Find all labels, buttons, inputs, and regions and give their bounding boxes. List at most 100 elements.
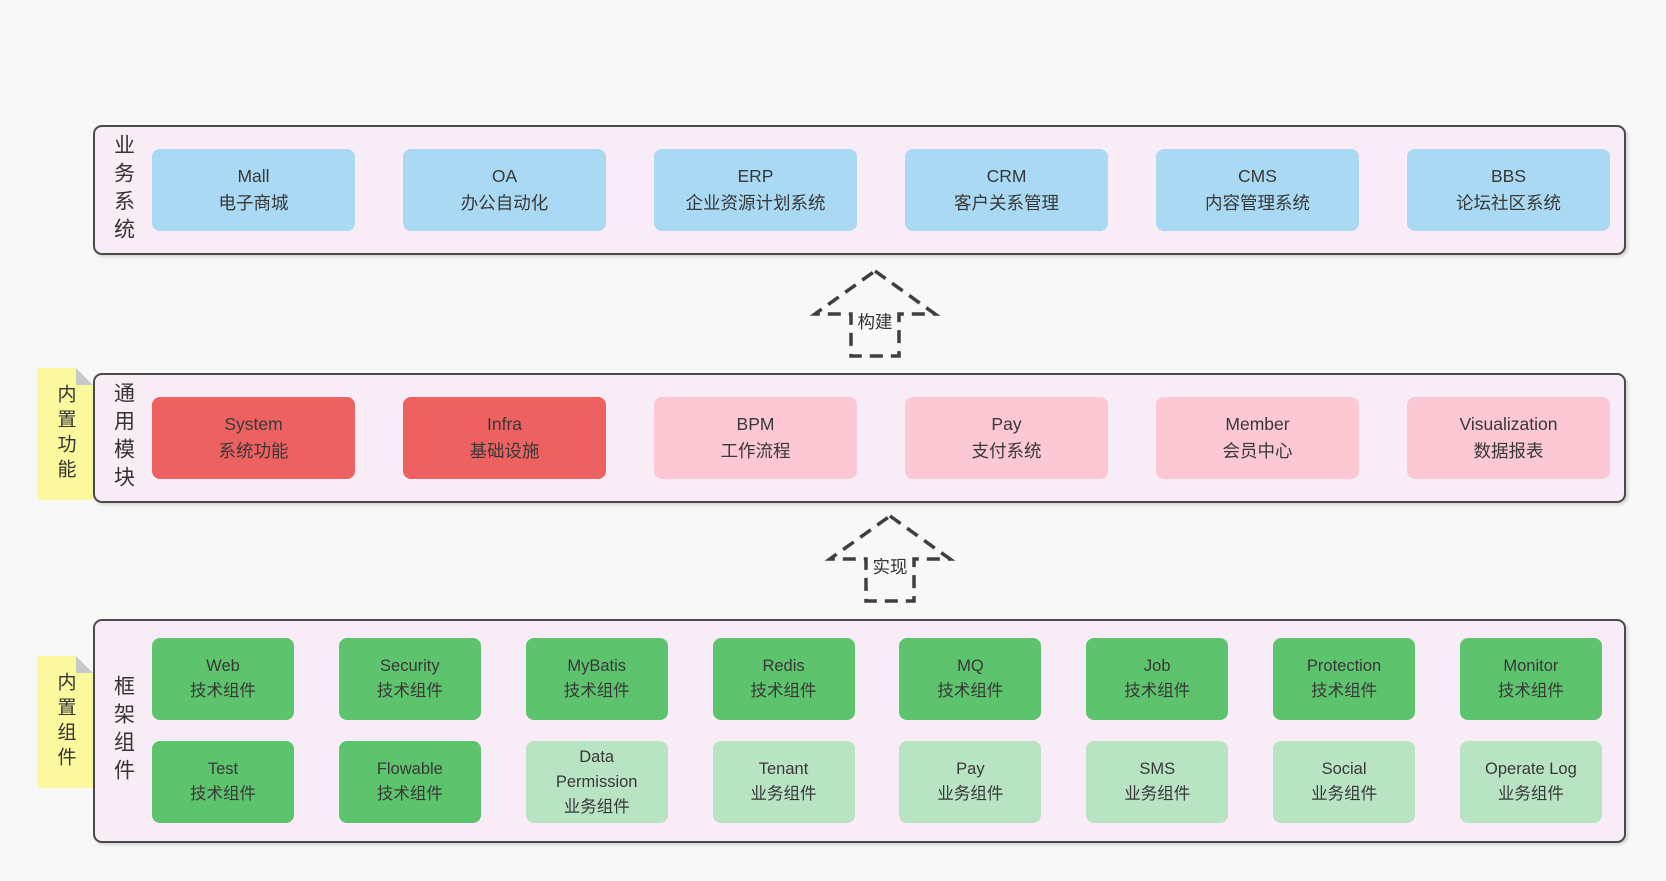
box-subtitle: 客户关系管理 [954,193,1059,213]
box-title: ERP [737,166,774,186]
box-title: Redis [762,657,805,675]
box-subtitle: 业务组件 [937,785,1004,803]
box-title: Protection [1306,657,1382,675]
box-title: OA [491,166,518,186]
sticky-note-built-in-components: 内置组件 [37,656,93,788]
framework-components-grid: Web 技术组件 Security 技术组件 MyBatis 技术组件 Redi… [152,638,1602,823]
layer-business-systems: 业务系统 Mall 电子商城 OA 办公自动化 ERP 企业资源计划系统 CRM… [93,125,1626,255]
box-title: Pay [956,760,985,778]
box-title: MyBatis [567,657,627,675]
box-oa: OA 办公自动化 [403,149,606,231]
layer-framework-components: 框架组件 Web 技术组件 Security 技术组件 MyBatis 技术组件… [93,619,1626,843]
box-title: System [224,414,283,434]
box-subtitle: 技术组件 [190,682,256,700]
box-tenant: Tenant 业务组件 [712,741,855,823]
box-operate-log: Operate Log 业务组件 [1459,741,1602,823]
folded-corner-icon [76,656,93,673]
box-subtitle: 内容管理系统 [1205,193,1310,213]
box-bpm: BPM 工作流程 [654,397,857,479]
box-title: Flowable [376,760,443,778]
box-subtitle: 数据报表 [1473,441,1544,461]
common-modules-row: System 系统功能 Infra 基础设施 BPM 工作流程 Pay 支付系统… [152,375,1610,501]
box-title: Web [206,657,240,675]
box-subtitle: 技术组件 [376,785,443,803]
box-flowable: Flowable 技术组件 [338,741,481,823]
box-subtitle: 业务组件 [1311,785,1378,803]
box-subtitle: 技术组件 [937,682,1004,700]
box-sms: SMS 业务组件 [1086,741,1229,823]
box-visualization: Visualization 数据报表 [1407,397,1610,479]
box-subtitle: 办公自动化 [460,193,549,213]
box-subtitle: 业务组件 [1497,785,1564,803]
box-subtitle: 技术组件 [376,682,443,700]
box-title: Member [1225,414,1290,434]
box-title: Infra [486,414,523,434]
box-subtitle: 技术组件 [750,682,817,700]
box-title: SMS [1139,760,1176,778]
sticky-text: 内置组件 [54,672,76,772]
box-title: Data Permission [555,747,638,791]
box-erp: ERP 企业资源计划系统 [654,149,857,231]
box-title: Pay [991,414,1022,434]
layer-label-text: 通用模块 [111,382,135,494]
layer-label-business-systems: 业务系统 [105,127,141,253]
box-subtitle: 技术组件 [1497,682,1564,700]
up-block-arrow-icon [824,513,956,603]
framework-components-row-2: Test 技术组件 Flowable 技术组件 Data Permission … [152,741,1602,823]
up-block-arrow-icon [809,268,941,358]
box-cms: CMS 内容管理系统 [1156,149,1359,231]
box-bbs: BBS 论坛社区系统 [1407,149,1610,231]
framework-components-row-1: Web 技术组件 Security 技术组件 MyBatis 技术组件 Redi… [152,638,1602,720]
box-monitor: Monitor 技术组件 [1459,638,1602,720]
box-title: Social [1321,760,1367,778]
box-subtitle: 技术组件 [1124,682,1191,700]
build-arrow: 构建 [800,266,950,360]
build-arrow-label: 构建 [853,308,897,335]
box-title: Mall [237,166,270,186]
layer-common-modules: 通用模块 System 系统功能 Infra 基础设施 BPM 工作流程 Pay… [93,373,1626,503]
implement-arrow: 实现 [815,511,965,605]
box-title: Monitor [1503,657,1559,675]
box-subtitle: 技术组件 [1311,682,1378,700]
box-system: System 系统功能 [152,397,355,479]
box-subtitle: 业务组件 [750,785,817,803]
box-subtitle: 业务组件 [563,797,630,816]
box-title: Test [207,760,239,778]
box-mybatis: MyBatis 技术组件 [525,638,668,720]
box-job: Job 技术组件 [1086,638,1229,720]
layer-label-common-modules: 通用模块 [105,375,141,501]
box-subtitle: 工作流程 [720,441,791,461]
sticky-text: 内置功能 [54,384,76,484]
box-title: Security [380,657,440,675]
box-subtitle: 会员中心 [1222,441,1293,461]
box-web: Web 技术组件 [152,638,294,720]
folded-corner-icon [76,368,93,385]
box-subtitle: 技术组件 [190,785,256,803]
box-protection: Protection 技术组件 [1273,638,1416,720]
layer-label-text: 业务系统 [111,134,135,246]
box-subtitle: 企业资源计划系统 [685,193,826,213]
box-member: Member 会员中心 [1156,397,1359,479]
box-subtitle: 技术组件 [563,682,630,700]
box-title: Tenant [758,760,809,778]
sticky-note-built-in-features: 内置功能 [37,368,93,500]
box-title: Visualization [1459,414,1558,434]
box-infra: Infra 基础设施 [403,397,606,479]
box-mall: Mall 电子商城 [152,149,355,231]
box-title: CRM [986,166,1027,186]
box-title: BBS [1490,166,1527,186]
box-crm: CRM 客户关系管理 [905,149,1108,231]
layer-label-text: 框架组件 [111,675,135,787]
box-security: Security 技术组件 [338,638,481,720]
box-redis: Redis 技术组件 [712,638,855,720]
box-title: Operate Log [1485,760,1577,778]
box-subtitle: 支付系统 [971,441,1042,461]
implement-arrow-label: 实现 [868,553,912,580]
box-title: CMS [1238,166,1277,186]
box-subtitle: 基础设施 [469,441,540,461]
box-pay-system: Pay 支付系统 [905,397,1108,479]
business-systems-row: Mall 电子商城 OA 办公自动化 ERP 企业资源计划系统 CRM 客户关系… [152,127,1610,253]
box-title: Job [1143,657,1171,675]
box-mq: MQ 技术组件 [899,638,1042,720]
box-pay-component: Pay 业务组件 [899,741,1042,823]
